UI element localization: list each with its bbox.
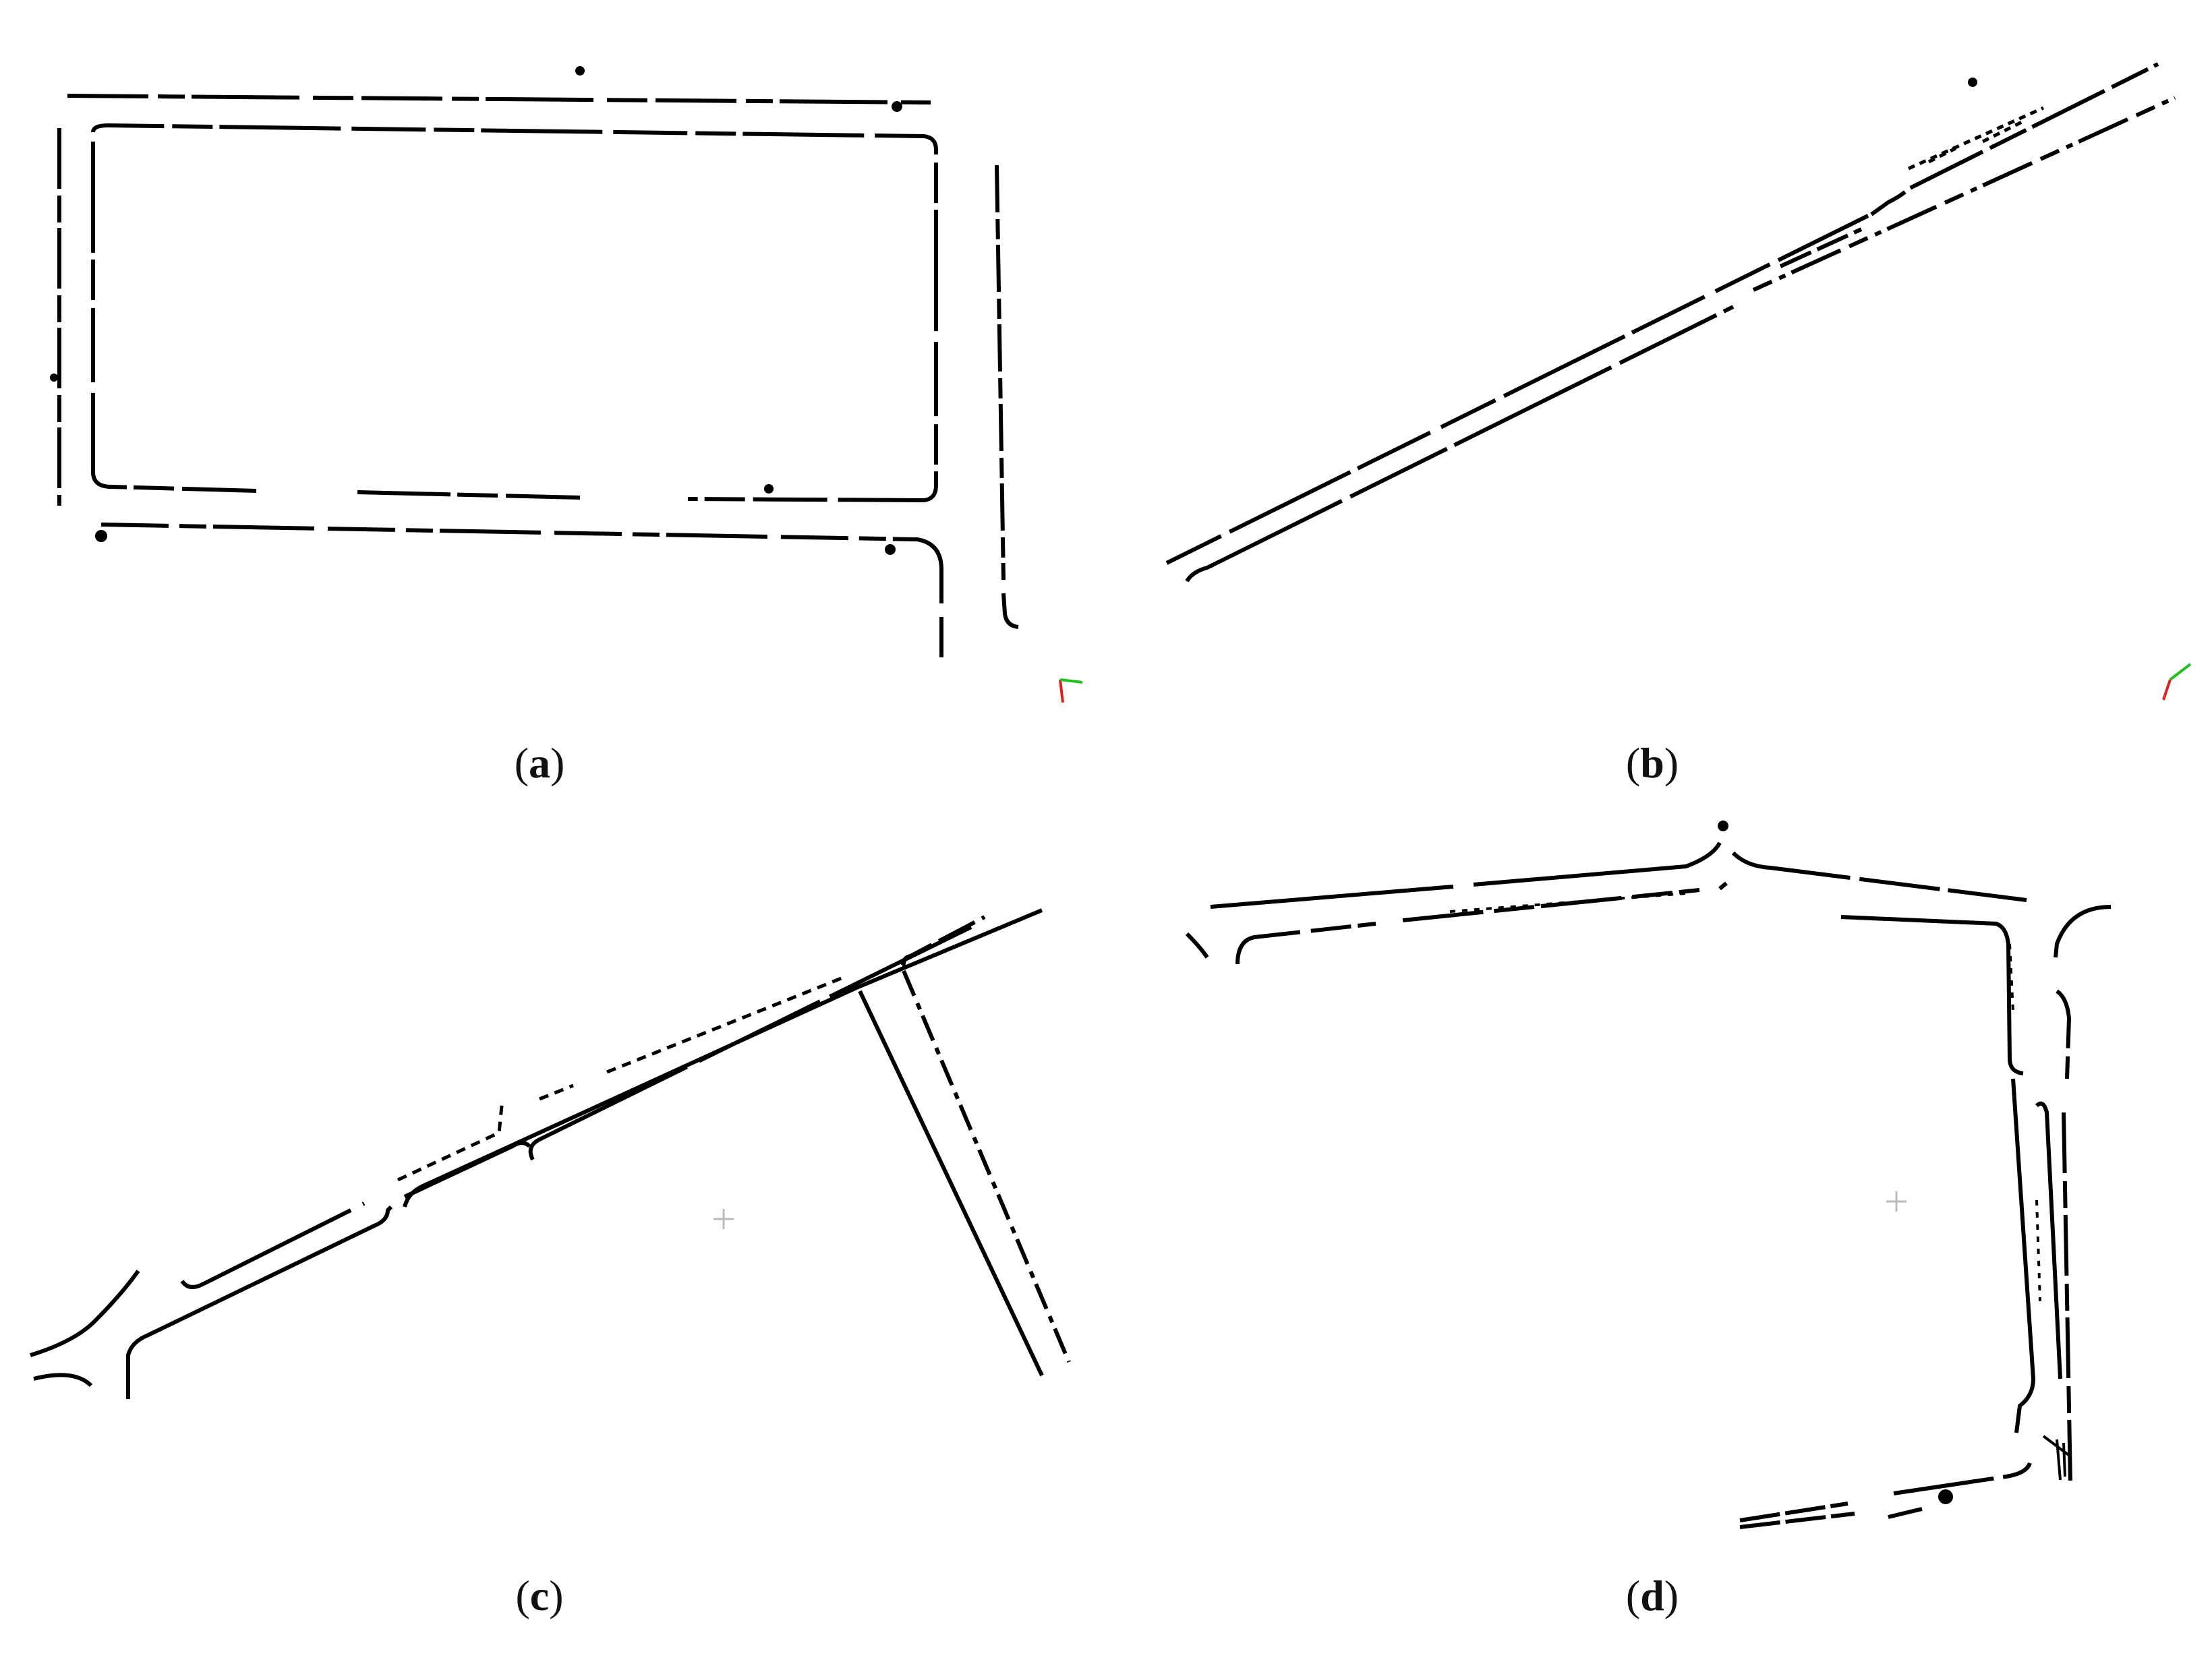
panel-b-label: (b) xyxy=(1625,739,1679,787)
panel-b-axis-y xyxy=(2169,663,2192,681)
panel-a-outer-top-curb xyxy=(67,94,931,105)
panel-a-curb-map xyxy=(50,66,1019,657)
panel-b-middle-curb xyxy=(1779,227,1863,268)
panel-b-curb-map xyxy=(1165,62,2176,583)
panel-d-top-right-curb xyxy=(1731,851,2027,902)
panel-d-clutter xyxy=(1449,892,2041,1302)
panel-c-upper-main-curb xyxy=(180,925,972,1289)
panel-c-center-mark xyxy=(714,1209,734,1229)
panel-b-axis-x xyxy=(2162,679,2172,701)
panel-a-outer-bottom-curb xyxy=(100,523,943,657)
panel-b-lower-curb xyxy=(1185,305,1735,583)
panel-c-curb-map xyxy=(30,908,1071,1399)
panel-a-right-curb xyxy=(995,165,1019,629)
panel-c-junction-bottom-curb xyxy=(33,1373,93,1388)
panel-d-vertical-inner-curb xyxy=(2011,1078,2035,1433)
panel-a-noise-point xyxy=(50,374,58,382)
panel-d-vertical-right-curb xyxy=(2056,989,2072,1484)
panel-c-label: (c) xyxy=(515,1572,564,1620)
panel-a-inner-block-curb xyxy=(91,123,938,502)
panel-a-noise-point xyxy=(764,484,774,494)
panel-c-upper-right-curb xyxy=(898,915,986,966)
panel-d-curb-map xyxy=(1185,821,2112,1529)
panel-d-left-end-curb xyxy=(1185,932,1209,959)
panel-a-noise-point xyxy=(95,530,107,542)
panel-a-axis-x xyxy=(1059,679,1064,703)
panel-b-upper-right-curb xyxy=(1870,62,2159,216)
panel-d-bottom-upper-curb xyxy=(1893,1462,2032,1495)
panel-a-axis-icon xyxy=(1059,678,1083,703)
panel-d-top-outer-curb xyxy=(1210,841,1722,909)
panel-c-clutter xyxy=(397,976,844,1182)
panel-c-diagonal-outer-curb xyxy=(902,970,1071,1363)
panel-b-upper-curb xyxy=(1165,214,1869,565)
panel-d-noise-point xyxy=(1718,821,1728,831)
panel-d-center-mark xyxy=(1886,1191,1907,1212)
panel-a-axis-y xyxy=(1059,678,1083,684)
panel-b-noise-point xyxy=(1968,78,1977,87)
panel-c-lower-main-curb xyxy=(126,908,1043,1399)
panel-d-top-inner-curb xyxy=(1235,881,1728,965)
panel-b-axis-icon xyxy=(2162,663,2192,701)
panel-d-corner-curb xyxy=(2054,905,2112,958)
panel-d-bottom-right-curb xyxy=(2042,1435,2072,1481)
panel-d-right-upper-inner-curb xyxy=(1840,915,2024,1075)
panel-a-noise-point xyxy=(892,101,902,112)
panel-b-clutter xyxy=(1907,106,2045,171)
panel-d-label: (d) xyxy=(1625,1572,1679,1620)
panel-d-bottom-lower-curb xyxy=(1739,1502,1923,1529)
panel-a-noise-point xyxy=(575,66,585,76)
panel-d-vertical-outer-curb xyxy=(2035,1101,2062,1379)
panel-c-junction-left-curb xyxy=(30,1270,140,1357)
panel-a-noise-point xyxy=(885,544,896,555)
panel-a-label: (a) xyxy=(514,739,565,787)
panel-b-lower-right-curb xyxy=(1752,96,2176,292)
panel-c-diagonal-inner-curb xyxy=(858,990,1044,1377)
panel-d-noise-point xyxy=(1938,1489,1953,1504)
